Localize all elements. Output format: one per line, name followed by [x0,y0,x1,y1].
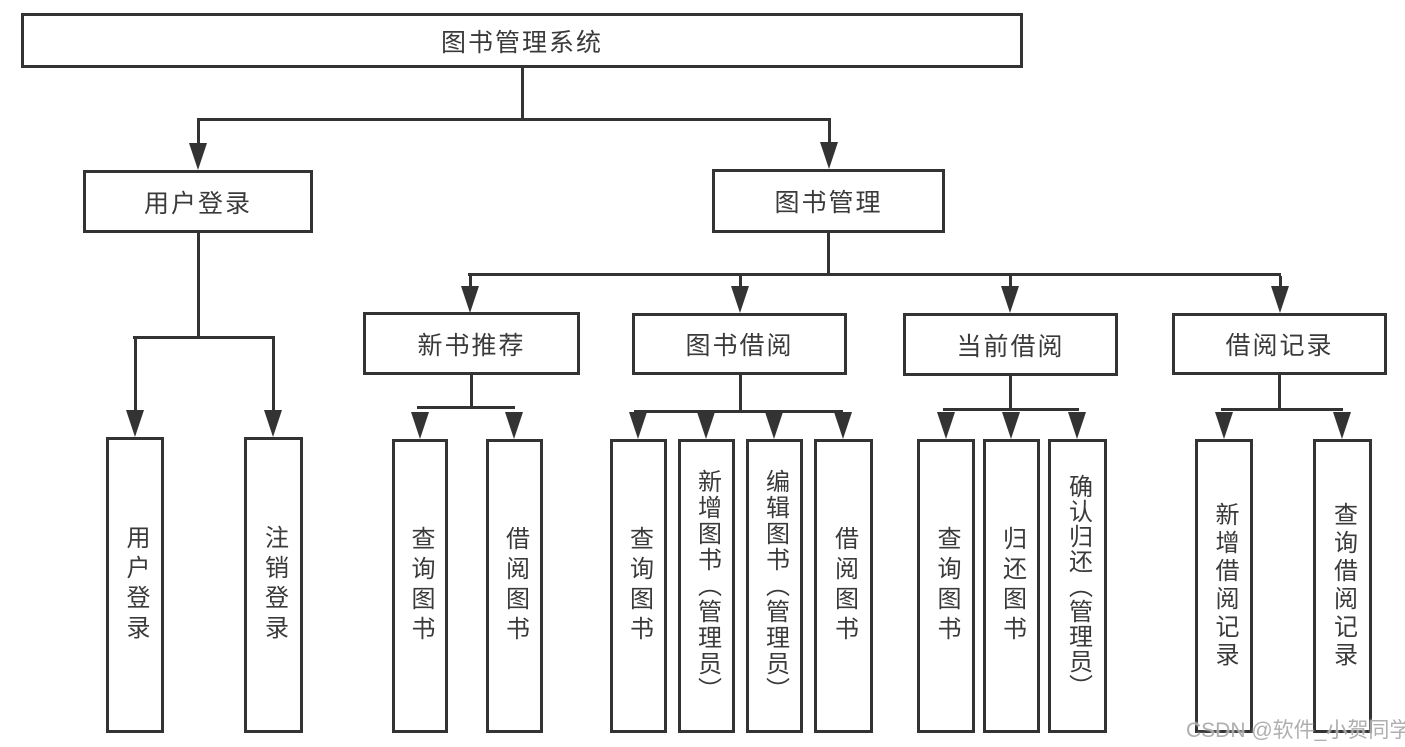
connector-segment [739,375,742,413]
arrowhead-down-icon [264,410,282,437]
connector-segment [272,339,275,413]
node-rec-query-book-label: 查询图书 [407,526,434,646]
node-cb-return-book: 归还图书 [983,439,1040,733]
node-bb-add-book: 新增图书（管理员） [678,439,735,733]
node-cb-return-book-label: 归还图书 [998,526,1026,646]
arrowhead-down-icon [1215,412,1233,439]
arrowhead-down-icon [505,412,523,439]
node-book-mgmt: 图书管理 [712,169,945,233]
arrowhead-down-icon [765,412,783,439]
node-user-login-label: 用户登录 [143,189,252,218]
node-current-borrow-label: 当前借阅 [956,332,1065,361]
arrowhead-down-icon [126,410,144,437]
node-bb-edit-book-label: 编辑图书（管理员） [761,469,789,703]
connector-segment [133,336,275,339]
node-book-mgmt-label: 图书管理 [774,189,883,217]
arrowhead-down-icon [411,412,429,439]
connector-segment [1009,276,1012,289]
arrowhead-down-icon [697,412,715,439]
node-borrow-records: 借阅记录 [1172,313,1387,375]
node-br-query-record: 查询借阅记录 [1313,439,1372,733]
connector-segment [1278,375,1281,411]
node-br-query-record-label: 查询借阅记录 [1329,502,1357,670]
arrowhead-down-icon [1333,412,1351,439]
node-cb-confirm-return: 确认归还（管理员） [1048,439,1107,733]
node-bb-query-book: 查询图书 [610,439,667,733]
connector-segment [470,375,473,409]
node-bb-query-book-label: 查询图书 [625,526,653,646]
arrowhead-down-icon [189,143,207,170]
node-borrow-records-label: 借阅记录 [1225,332,1334,360]
arrowhead-down-icon [834,412,852,439]
node-cb-query-book-label: 查询图书 [933,526,960,646]
arrowhead-down-icon [1271,286,1289,313]
node-leaf-user-login: 用户登录 [106,437,164,733]
connector-segment [417,406,515,409]
node-new-book-rec-label: 新书推荐 [417,331,526,360]
node-bb-borrow-book-label: 借阅图书 [830,526,858,646]
arrowhead-down-icon [937,412,955,439]
connector-segment [827,233,830,276]
connector-segment [469,276,472,289]
node-user-login: 用户登录 [83,170,313,233]
node-cb-query-book: 查询图书 [917,439,975,733]
node-book-borrow-label: 图书借阅 [685,332,794,360]
node-new-book-rec: 新书推荐 [363,312,580,375]
arrowhead-down-icon [1002,412,1020,439]
connector-segment [1221,408,1343,411]
connector-segment [943,408,1079,411]
node-cb-confirm-return-label: 确认归还（管理员） [1064,473,1092,699]
connector-segment [1009,376,1012,411]
connector-segment [828,121,831,146]
node-rec-borrow-book: 借阅图书 [486,439,543,733]
node-bb-borrow-book: 借阅图书 [814,439,873,733]
node-root: 图书管理系统 [21,13,1023,68]
arrowhead-down-icon [629,412,647,439]
node-rec-query-book: 查询图书 [392,439,448,733]
node-root-label: 图书管理系统 [440,28,603,57]
connector-segment [634,410,843,413]
arrowhead-down-icon [820,142,838,169]
arrowhead-down-icon [1001,286,1019,313]
node-current-borrow: 当前借阅 [903,313,1118,376]
connector-segment [197,121,200,146]
node-bb-edit-book: 编辑图书（管理员） [746,439,803,733]
connector-segment [521,68,524,120]
connector-segment [1279,276,1282,289]
node-rec-borrow-book-label: 借阅图书 [501,526,529,646]
connector-segment [739,276,742,289]
arrowhead-down-icon [1068,412,1086,439]
connector-segment [197,233,200,339]
csdn-watermark: CSDN @软件_小贺同学 [1186,719,1405,742]
arrowhead-down-icon [461,286,479,313]
node-book-borrow: 图书借阅 [632,313,847,375]
connector-segment [197,118,831,121]
node-br-add-record-label: 新增借阅记录 [1211,502,1238,670]
node-bb-add-book-label: 新增图书（管理员） [693,469,721,703]
connector-segment [468,273,1281,276]
node-leaf-logout: 注销登录 [244,437,303,733]
node-leaf-user-login-label: 用户登录 [122,525,149,645]
connector-segment [134,339,137,413]
arrowhead-down-icon [731,286,749,313]
node-br-add-record: 新增借阅记录 [1195,439,1253,733]
node-leaf-logout-label: 注销登录 [260,525,288,645]
